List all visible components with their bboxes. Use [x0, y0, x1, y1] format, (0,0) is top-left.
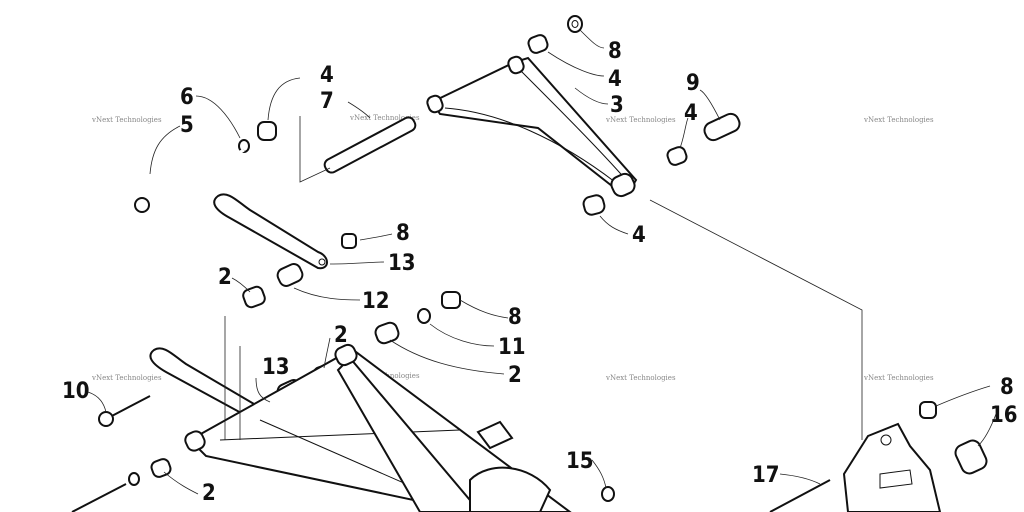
- link-upper: [213, 193, 357, 270]
- callout-7: 7: [320, 89, 334, 114]
- watermark: vNext Technologies: [349, 114, 420, 122]
- watermark: vNext Technologies: [605, 116, 676, 124]
- watermark: vNext Technologies: [91, 116, 162, 124]
- watermark: vNext Technologies: [605, 374, 676, 382]
- watermark: vNext Technologies: [91, 374, 162, 382]
- callout-2: 2: [218, 265, 232, 290]
- bolt-10: [98, 395, 151, 427]
- callout-12: 12: [362, 289, 390, 314]
- knuckle-area: [769, 401, 988, 512]
- callout-16: 16: [990, 403, 1018, 428]
- upper-a-arm: [426, 55, 638, 198]
- callout-17: 17: [752, 463, 780, 488]
- callout-4: 4: [608, 67, 622, 92]
- callout-5: 5: [180, 113, 194, 138]
- callout-9: 9: [686, 71, 700, 96]
- callout-15: 15: [566, 449, 594, 474]
- callout-2: 2: [202, 481, 216, 506]
- upper-hardware: [134, 15, 741, 216]
- callout-3: 3: [610, 93, 624, 118]
- callout-4: 4: [684, 101, 698, 126]
- callout-2: 2: [334, 323, 348, 348]
- callout-8: 8: [508, 305, 522, 330]
- callout-10: 10: [62, 379, 90, 404]
- callout-4: 4: [320, 63, 334, 88]
- callout-13: 13: [262, 355, 290, 380]
- callout-6: 6: [180, 85, 194, 110]
- watermark: vNext Technologies: [863, 374, 934, 382]
- watermark: vNext Technologies: [863, 116, 934, 124]
- callout-leaders: [87, 29, 997, 495]
- callout-8: 8: [396, 221, 410, 246]
- callout-8: 8: [1000, 375, 1014, 400]
- callout-13: 13: [388, 251, 416, 276]
- callouts: 8 4 3 4 9 4 4 7 6 5 8 13 2 12 8 11 2 2 1…: [62, 39, 1018, 506]
- assembly-lines: [224, 116, 863, 440]
- lower-a-arm: [71, 343, 615, 512]
- callout-11: 11: [498, 335, 526, 360]
- callout-2: 2: [508, 363, 522, 388]
- callout-4: 4: [632, 223, 646, 248]
- callout-8: 8: [608, 39, 622, 64]
